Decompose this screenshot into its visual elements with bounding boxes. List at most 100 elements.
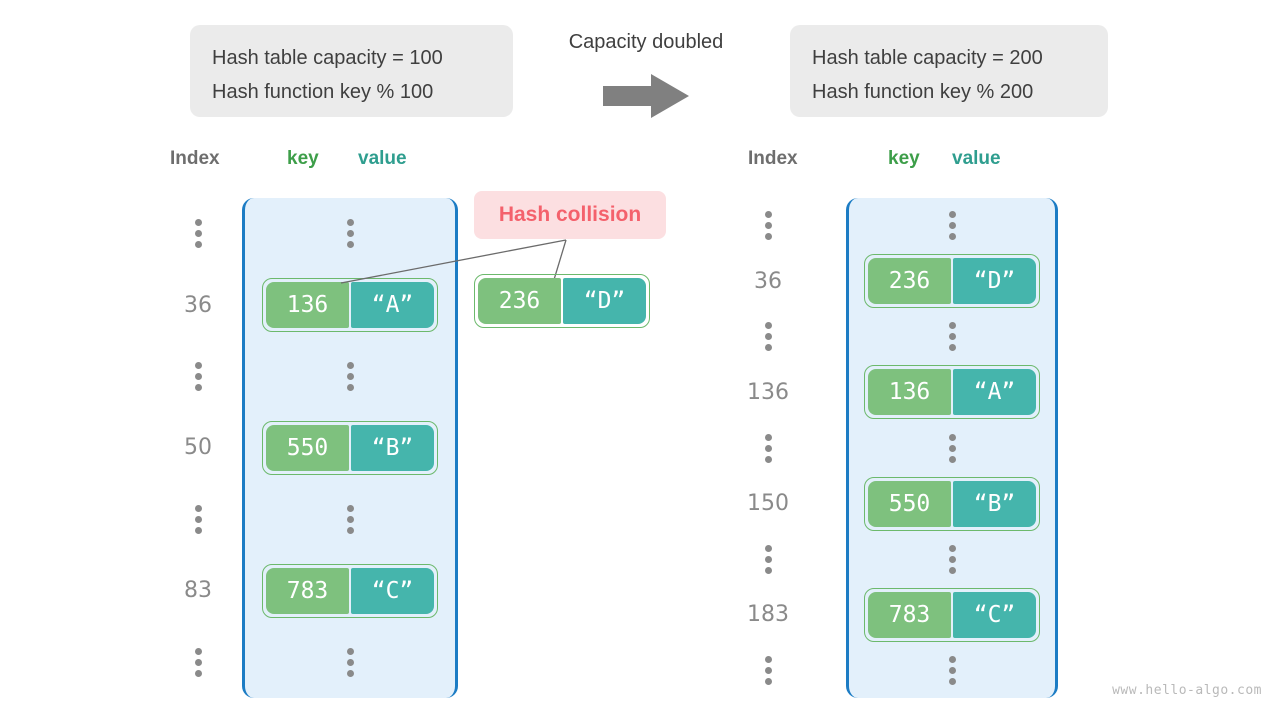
table-row: 550“B” — [245, 412, 455, 483]
value-cell: “D” — [953, 258, 1036, 305]
left-header-index: Index — [170, 148, 220, 169]
key-cell: 783 — [868, 591, 951, 638]
index-label: 36 — [754, 268, 782, 294]
table-row: 783“C” — [849, 587, 1055, 643]
left-column-headers: Index key value — [150, 148, 490, 184]
index-label: 50 — [184, 435, 212, 461]
vertical-ellipsis-icon — [764, 433, 772, 463]
right-table-body: 236“D” 136“A” 550“B” 783“C” — [846, 198, 1058, 698]
key-value-entry: 550“B” — [864, 476, 1040, 531]
left-header-value: value — [358, 148, 407, 169]
left-capacity-text: Hash table capacity = 100 — [212, 47, 443, 69]
index-label: 83 — [184, 578, 212, 604]
value-cell: “B” — [351, 424, 434, 471]
left-header-key: key — [287, 148, 319, 169]
empty-slot — [849, 420, 1055, 476]
index-ellipsis — [158, 484, 238, 555]
right-header-index: Index — [748, 148, 798, 169]
key-cell: 550 — [266, 424, 349, 471]
value-cell: “B” — [953, 480, 1036, 527]
vertical-ellipsis-icon — [346, 219, 354, 249]
empty-slot — [849, 309, 1055, 365]
right-header-value: value — [952, 148, 1001, 169]
table-row: 136“A” — [245, 269, 455, 340]
vertical-ellipsis-icon — [948, 655, 956, 685]
left-hash-table-panel: Index key value 36 50 83 136“A” 550“B” 783“C… — [150, 0, 490, 698]
key-cell: 550 — [868, 480, 951, 527]
table-row: 783“C” — [245, 555, 455, 626]
right-hash-params-box: Hash table capacity = 200 Hash function … — [790, 25, 1108, 117]
empty-slot — [849, 531, 1055, 587]
index-ellipsis — [728, 643, 808, 699]
empty-slot — [245, 198, 455, 269]
hash-collision-label: Hash collision — [498, 203, 642, 226]
value-cell: “C” — [953, 591, 1036, 638]
index-ellipsis — [158, 198, 238, 269]
arrow-right-icon — [548, 72, 744, 120]
right-capacity-text: Hash table capacity = 200 — [812, 47, 1043, 69]
watermark: www.hello-algo.com — [1112, 683, 1262, 698]
index-label: 150 — [747, 491, 789, 517]
table-row: 136“A” — [849, 365, 1055, 421]
vertical-ellipsis-icon — [948, 433, 956, 463]
key-value-entry: 136“A” — [864, 365, 1040, 420]
index-ellipsis — [728, 198, 808, 254]
right-hash-function-text: Hash function key % 200 — [812, 81, 1034, 104]
capacity-doubled-label: Capacity doubled — [568, 31, 724, 53]
vertical-ellipsis-icon — [764, 322, 772, 352]
key-cell: 136 — [266, 282, 349, 329]
value-cell: “C” — [351, 567, 434, 614]
key-value-entry: 550“B” — [262, 420, 438, 475]
vertical-ellipsis-icon — [194, 504, 202, 534]
vertical-ellipsis-icon — [346, 504, 354, 534]
left-index-column: 36 50 83 — [158, 198, 238, 698]
hash-collision-callout: Hash collision — [474, 191, 666, 239]
value-cell: “A” — [351, 282, 434, 329]
right-header-key: key — [888, 148, 920, 169]
capacity-doubled-group: Capacity doubled — [548, 30, 744, 120]
empty-slot — [245, 484, 455, 555]
key-cell: 783 — [266, 567, 349, 614]
index-ellipsis — [158, 341, 238, 412]
colliding-key-cell: 236 — [478, 278, 561, 324]
colliding-value-cell: “D” — [563, 278, 646, 324]
left-hash-params-box: Hash table capacity = 100 Hash function … — [190, 25, 513, 117]
colliding-entry: 236 “D” — [474, 274, 650, 328]
index-label: 136 — [747, 379, 789, 405]
left-hash-function-text: Hash function key % 100 — [212, 81, 434, 104]
empty-slot — [849, 198, 1055, 254]
table-row: 550“B” — [849, 476, 1055, 532]
index-ellipsis — [158, 627, 238, 698]
vertical-ellipsis-icon — [948, 211, 956, 241]
vertical-ellipsis-icon — [194, 362, 202, 392]
vertical-ellipsis-icon — [346, 647, 354, 677]
vertical-ellipsis-icon — [194, 647, 202, 677]
empty-slot — [245, 341, 455, 412]
key-value-entry: 136“A” — [262, 278, 438, 333]
index-ellipsis — [728, 309, 808, 365]
vertical-ellipsis-icon — [346, 362, 354, 392]
value-cell: “A” — [953, 369, 1036, 416]
vertical-ellipsis-icon — [948, 544, 956, 574]
empty-slot — [849, 643, 1055, 699]
vertical-ellipsis-icon — [194, 219, 202, 249]
key-cell: 236 — [868, 258, 951, 305]
left-table-body: 136“A” 550“B” 783“C” — [242, 198, 458, 698]
empty-slot — [245, 627, 455, 698]
vertical-ellipsis-icon — [764, 544, 772, 574]
index-ellipsis — [728, 531, 808, 587]
right-index-column: 36 136 150 183 — [728, 198, 808, 698]
index-label: 36 — [184, 292, 212, 318]
right-column-headers: Index key value — [740, 148, 1090, 184]
key-value-entry: 236“D” — [864, 254, 1040, 309]
key-value-entry: 783“C” — [262, 563, 438, 618]
vertical-ellipsis-icon — [948, 322, 956, 352]
key-value-entry: 783“C” — [864, 587, 1040, 642]
key-cell: 136 — [868, 369, 951, 416]
index-label: 183 — [747, 602, 789, 628]
vertical-ellipsis-icon — [764, 211, 772, 241]
vertical-ellipsis-icon — [764, 655, 772, 685]
table-row: 236“D” — [849, 254, 1055, 310]
